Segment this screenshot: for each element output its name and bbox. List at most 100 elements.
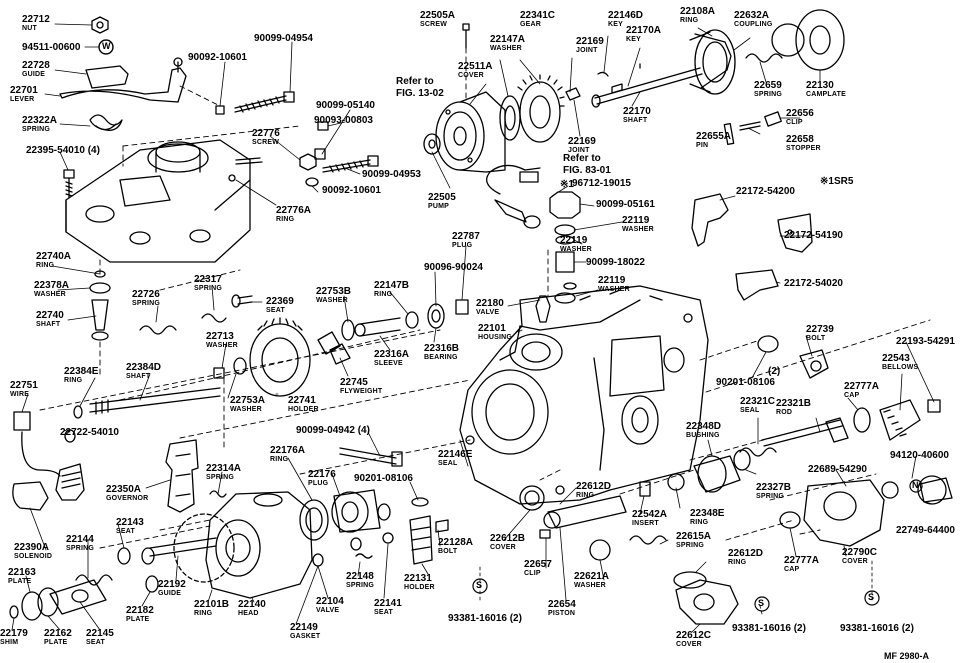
part-name: ROD [776, 409, 793, 416]
part-name: COVER [458, 72, 484, 79]
part-number: 22144 [66, 534, 94, 545]
part-name: RING [728, 559, 747, 566]
part-number: 22316B [424, 343, 460, 354]
part-number: 22348D [686, 421, 722, 432]
part-name: SPRING [132, 300, 161, 307]
part-number: (2) [768, 366, 781, 377]
part-name: SPRING [66, 545, 95, 552]
part-name: SPRING [754, 91, 783, 98]
part-number: 90099-04942 (4) [296, 425, 370, 436]
sensor-wire [486, 164, 541, 229]
part-number: 22147A [490, 34, 526, 45]
part-number: 22140 [238, 599, 266, 610]
sleeve-bearing [341, 299, 469, 341]
part-label-90096: 90096-90024 [424, 263, 483, 273]
distributor-head [149, 491, 313, 599]
wire-and-solenoid [12, 411, 85, 511]
part-name: HOLDER [404, 584, 435, 591]
part-label-22749: 22749-64400 [896, 526, 955, 536]
part-name: WIRE [10, 391, 30, 398]
part-name: JOINT [576, 47, 598, 54]
part-label-90099-04953: 90099-04953 [362, 170, 421, 180]
part-number: 22612B [490, 533, 526, 544]
part-number: 22749-64400 [896, 525, 955, 536]
head-springs-left [9, 547, 159, 621]
part-number: 22321B [776, 398, 812, 409]
part-number: 22726 [132, 289, 160, 300]
part-number: 22378A [34, 280, 70, 291]
part-name: JOINT [568, 147, 590, 154]
part-name: SLEEVE [374, 360, 403, 367]
part-name: SOLENOID [14, 553, 53, 560]
part-name: PLUG [308, 480, 329, 487]
part-label-90099-05161: 90099-05161 [596, 200, 655, 210]
part-number: 22384E [64, 366, 99, 377]
part-label-93381c: 93381-16016 (2) [840, 624, 914, 634]
part-name: GASKET [290, 633, 321, 640]
part-number: 22505 [428, 192, 456, 203]
part-name: PIN [696, 142, 709, 149]
part-number: 22511A [458, 61, 493, 72]
part-number: 22170A [626, 25, 662, 36]
part-number: 22130 [806, 80, 834, 91]
part-number: 22176A [270, 445, 306, 456]
part-number: 22192 [158, 579, 186, 590]
part-number: 90201-08106 [716, 377, 775, 388]
part-name: SPRING [346, 582, 375, 589]
part-name: SPRING [756, 493, 785, 500]
part-number: 22656 [786, 108, 814, 119]
part-label-94511: 94511-00600 [22, 43, 80, 53]
part-number: 93381-16016 (2) [840, 623, 914, 634]
part-number: 94511-00600 [22, 42, 81, 53]
part-name: WASHER [34, 291, 66, 298]
part-number: 22384D [126, 362, 162, 373]
part-name: SHAFT [36, 321, 61, 328]
part-number: 22632A [734, 10, 770, 21]
part-number: 22542A [632, 509, 668, 520]
part-number: 90092-10601 [322, 185, 381, 196]
part-number: 22119 [622, 215, 650, 226]
part-name: BOLT [806, 335, 826, 342]
part-number: 22179 [0, 628, 28, 639]
part-name: BEARING [424, 354, 458, 361]
part-number: 22655A [696, 131, 732, 142]
part-number: 22169 [568, 136, 596, 147]
part-name: GOVERNOR [106, 495, 149, 502]
part-number: 90099-18022 [586, 257, 645, 268]
part-name: SCREW [420, 21, 448, 28]
clip-pin-stopper [723, 111, 782, 146]
part-name: WASHER [598, 286, 630, 293]
